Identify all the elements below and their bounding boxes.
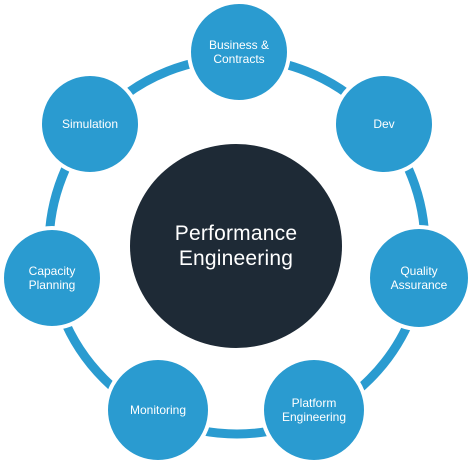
node-monitoring-line-1: Monitoring [129,403,187,417]
node-capacity-planning-line-1: Capacity [28,264,76,278]
node-business-contracts: Business & Contracts [187,0,291,104]
center-title-line-1: Performance [174,222,298,245]
node-business-contracts-line-1: Business & [208,38,270,52]
node-platform-engineering-line-2: Engineering [281,410,347,424]
center-title: Performance Engineering [175,221,297,271]
node-dev: Dev [332,72,436,176]
center-circle: Performance Engineering [130,144,342,348]
node-quality-assurance-label: Quality Assurance [385,264,454,292]
node-platform-engineering-label: Platform Engineering [276,396,352,424]
node-capacity-planning-line-2: Planning [28,278,76,292]
node-capacity-planning-label: Capacity Planning [23,264,82,292]
center-title-line-2: Engineering [178,247,294,270]
node-business-contracts-label: Business & Contracts [203,38,275,66]
node-simulation: Simulation [38,72,142,176]
node-dev-line-1: Dev [373,117,395,131]
node-quality-assurance: Quality Assurance [366,225,472,331]
node-quality-assurance-line-2: Assurance [390,278,448,292]
node-platform-engineering-line-1: Platform [291,396,337,410]
node-platform-engineering: Platform Engineering [260,356,368,464]
node-capacity-planning: Capacity Planning [0,226,104,330]
node-business-contracts-line-2: Contracts [213,52,265,66]
node-monitoring-label: Monitoring [124,403,192,417]
node-simulation-line-1: Simulation [61,117,119,131]
node-dev-label: Dev [367,117,400,131]
node-quality-assurance-line-1: Quality [400,264,438,278]
node-simulation-label: Simulation [56,117,124,131]
node-monitoring: Monitoring [104,356,212,464]
